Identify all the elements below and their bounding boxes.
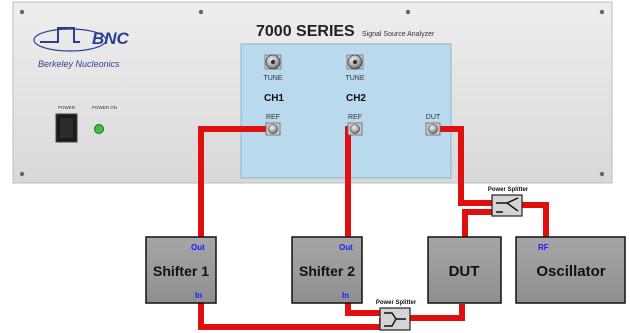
power-splitter-top: Power Splitter	[488, 187, 529, 217]
cable-splitter-to-dut-bottom	[410, 304, 465, 321]
ch1-label: CH1	[264, 93, 284, 104]
cable-splitter-to-dut	[462, 209, 492, 238]
dut-block: DUT	[427, 236, 502, 304]
power-splitter-bottom: Power Splitter	[376, 300, 417, 331]
ch2-tune-label: TUNE	[345, 75, 364, 82]
ch1-tune-connector[interactable]	[264, 54, 282, 70]
ch2-tune-connector[interactable]	[346, 54, 364, 70]
shifter1-in-label: In	[195, 291, 202, 300]
ch1-ref-connector[interactable]	[265, 122, 281, 136]
panel-screw	[198, 9, 204, 15]
cable-ch1-ref-to-shifter1	[198, 126, 273, 242]
ch2-ref-label: REF	[348, 114, 362, 121]
cable-dut-port-to-splitter	[433, 126, 492, 206]
power-splitter-top-label: Power Splitter	[488, 187, 529, 193]
bnc-logo: BNC Berkeley Nucleonics	[33, 27, 130, 69]
power-switch-label: POWER	[58, 105, 76, 110]
dut-port-label: DUT	[426, 114, 441, 121]
shifter2-name: Shifter 2	[299, 263, 355, 279]
panel-screw	[599, 9, 605, 15]
dut-port-connector[interactable]	[425, 122, 441, 136]
oscillator-rf-label: RF	[538, 243, 549, 252]
panel-screw	[19, 9, 25, 15]
ch2-label: CH2	[346, 93, 366, 104]
panel-screw	[405, 9, 411, 15]
shifter1-name: Shifter 1	[153, 263, 209, 279]
cable-shifter2-to-splitter	[345, 300, 380, 316]
company-name: Berkeley Nucleonics	[38, 59, 120, 69]
instrument-panel: BNC Berkeley Nucleonics POWER POWER ON 7…	[12, 1, 613, 184]
panel-screw	[19, 171, 25, 177]
dut-name: DUT	[449, 263, 480, 280]
oscillator-name: Oscillator	[536, 263, 605, 280]
power-led-label: POWER ON	[92, 105, 117, 110]
ch1-tune-label: TUNE	[263, 75, 282, 82]
power-led	[94, 124, 104, 134]
shifter2-out-label: Out	[339, 243, 353, 252]
shifter2-block: Out Shifter 2 In	[291, 236, 363, 304]
power-splitter-bottom-label: Power Splitter	[376, 300, 417, 306]
brand-logo-text: BNC	[92, 29, 130, 48]
ch1-ref-label: REF	[266, 114, 280, 121]
ch2-ref-connector[interactable]	[347, 122, 363, 136]
model-description: Signal Source Analyzer	[362, 31, 435, 38]
shifter1-out-label: Out	[191, 243, 205, 252]
cable-splitter-to-oscillator	[522, 202, 549, 242]
shifter1-block: Out Shifter 1 In	[145, 236, 217, 304]
oscillator-block: RF Oscillator	[515, 236, 626, 304]
shifter2-in-label: In	[342, 291, 349, 300]
panel-screw	[599, 171, 605, 177]
series-title: 7000 SERIES	[256, 23, 355, 40]
